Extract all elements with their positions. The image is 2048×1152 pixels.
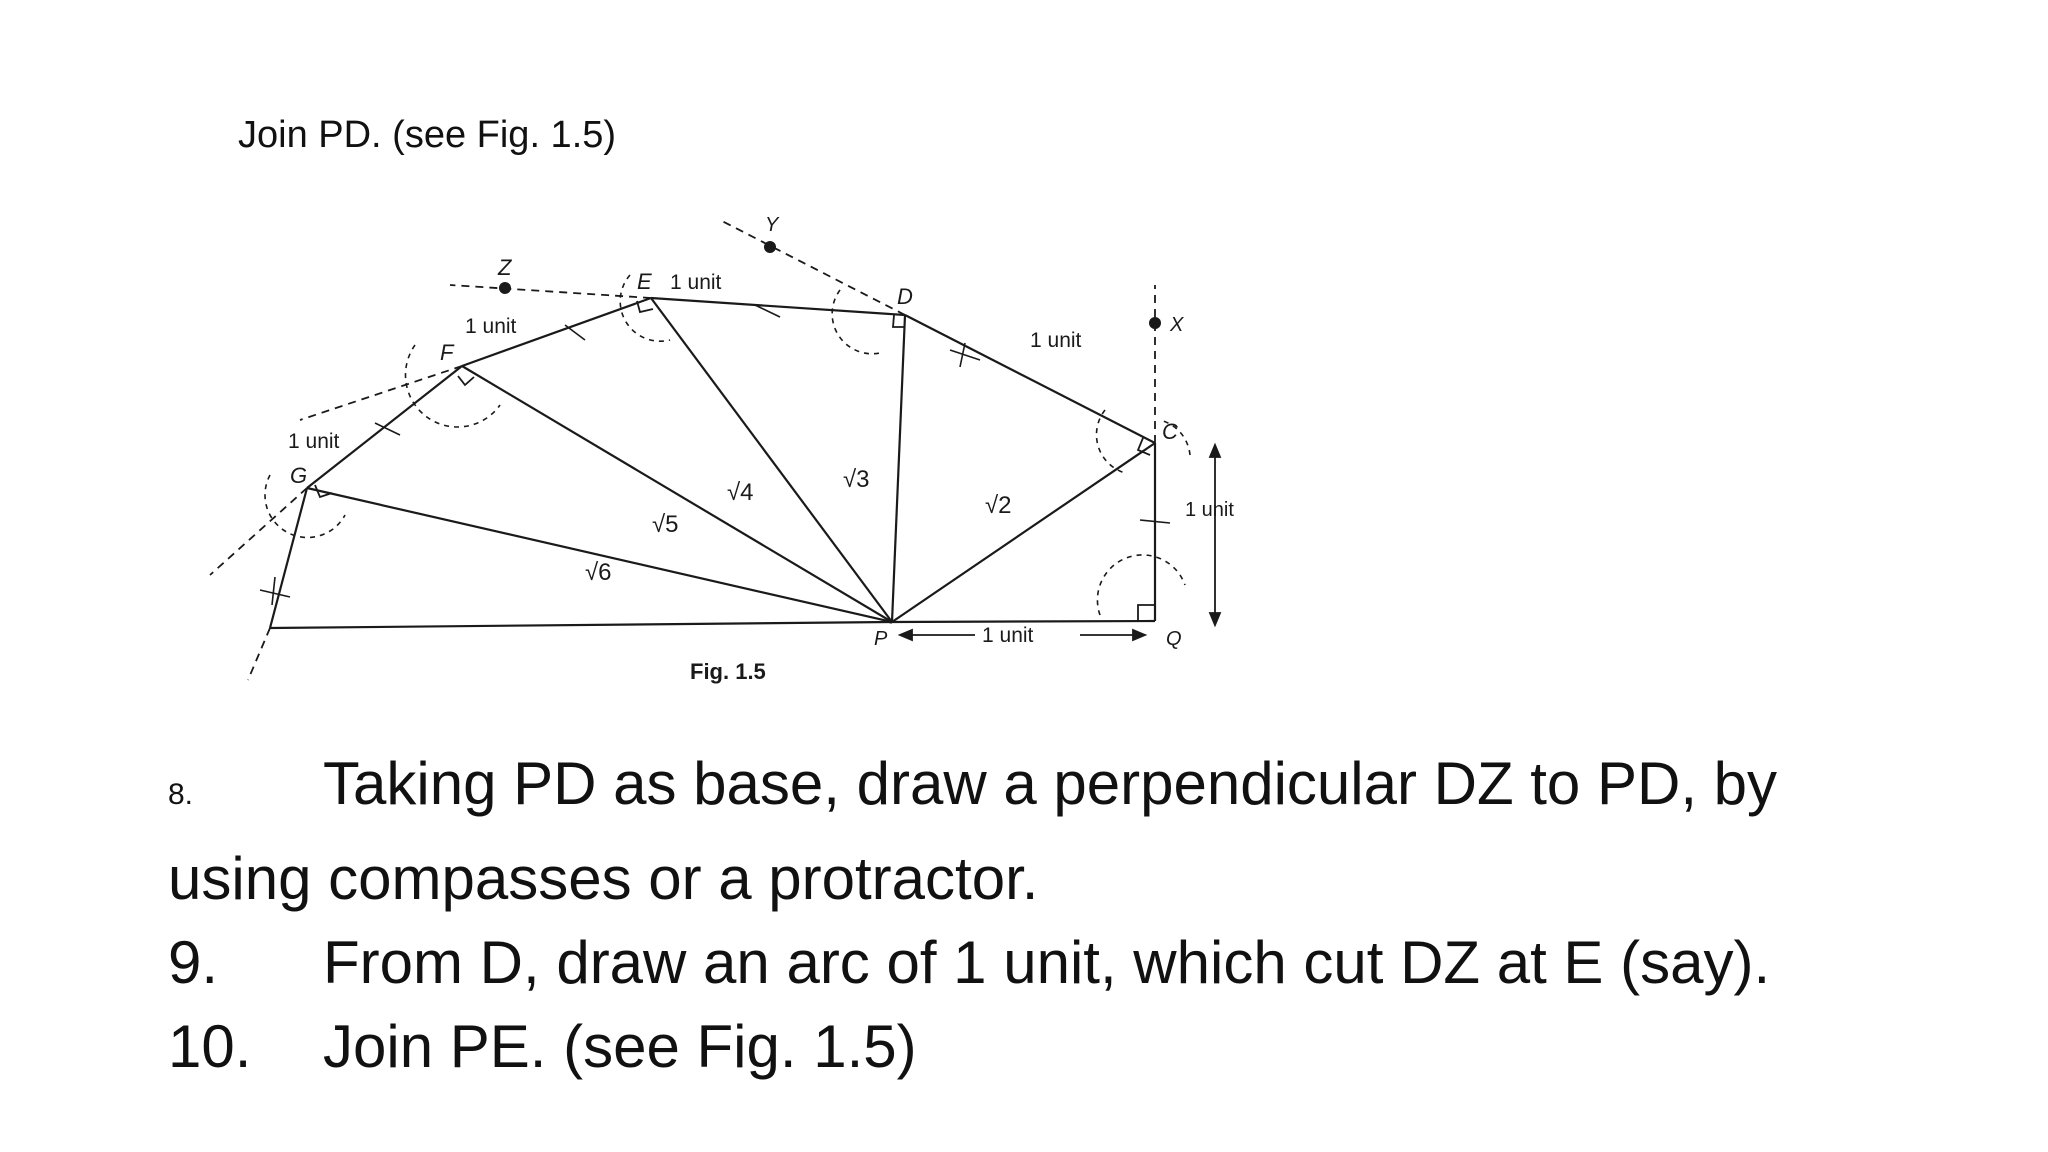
tick-1: [949, 349, 981, 361]
figure-svg: P Q C D E F G X Y Z 1 unit 1 unit 1 unit…: [209, 214, 1234, 684]
segment-pg: [306, 486, 893, 624]
radical-2: √2: [985, 492, 1012, 519]
segment-pe: [650, 297, 893, 623]
label-c: C: [1162, 419, 1178, 444]
step-8-number: 8.: [168, 778, 194, 811]
unit-label-ef: 1 unit: [465, 315, 517, 338]
figure-spiral-construction: P Q C D E F G X Y Z 1 unit 1 unit 1 unit…: [200, 205, 1270, 690]
right-angle-d: [892, 314, 905, 328]
step-9-text: From D, draw an arc of 1 unit, which cut…: [323, 929, 1771, 996]
step-8-text: Taking PD as base, draw a perpendicular …: [323, 750, 1778, 817]
right-angle-q: [1137, 604, 1155, 621]
label-z: Z: [497, 255, 513, 280]
radical-5: √5: [652, 511, 679, 538]
tick-1b: [959, 342, 966, 368]
label-y: Y: [765, 214, 780, 236]
segment-pq: [891, 619, 1156, 624]
step-8: 8. Taking PD as base, draw a perpendicula…: [168, 742, 2008, 837]
arrowhead-qc-bottom: [1208, 612, 1222, 628]
dashed-ez: [449, 284, 652, 299]
segment-base: [269, 620, 893, 630]
step-9: 9. From D, draw an arc of 1 unit, which c…: [168, 921, 2008, 1005]
segment-de: [650, 296, 906, 317]
right-angle-f: [457, 375, 475, 387]
radical-6: √6: [585, 559, 612, 586]
point-z-dot: [499, 282, 511, 294]
step-9-number: 9.: [168, 929, 219, 996]
segment-g-down: [268, 487, 309, 629]
label-q: Q: [1166, 628, 1182, 650]
unit-label-cd: 1 unit: [1030, 329, 1082, 352]
dashed-f-left: [299, 365, 463, 421]
label-e: E: [637, 269, 652, 294]
unit-label-pq: 1 unit: [982, 624, 1034, 647]
label-d: D: [897, 284, 913, 309]
segment-ef: [461, 296, 652, 368]
label-f: F: [440, 340, 455, 365]
arc-d: [831, 289, 881, 355]
dashed-g-left: [209, 487, 308, 576]
tick-3: [754, 304, 781, 318]
tick-6b: [271, 576, 276, 606]
radical-4: √4: [727, 479, 754, 506]
arrowhead-pq-left: [897, 628, 913, 642]
dashed-dy: [719, 219, 906, 316]
segment-pc: [891, 442, 1156, 623]
label-x: X: [1169, 314, 1184, 336]
top-instruction: Join PD. (see Fig. 1.5): [238, 114, 617, 156]
arc-q: [1096, 554, 1186, 616]
right-angle-e: [636, 300, 654, 314]
arrowhead-pq-right: [1132, 628, 1148, 642]
arc-g: [264, 474, 346, 539]
segment-cd: [904, 314, 1156, 444]
unit-label-fg: 1 unit: [288, 430, 340, 453]
unit-label-qc: 1 unit: [1185, 499, 1234, 521]
point-y-dot: [764, 241, 776, 253]
figure-caption: Fig. 1.5: [690, 659, 766, 684]
arrowhead-qc-top: [1208, 442, 1222, 458]
label-g: G: [290, 463, 307, 488]
step-10-text: Join PE. (see Fig. 1.5): [323, 1013, 917, 1080]
segment-pf: [461, 365, 893, 623]
step-10-number: 10.: [168, 1013, 252, 1080]
arc-e: [619, 274, 671, 343]
point-x-dot: [1149, 317, 1161, 329]
dashed-bottom: [247, 627, 271, 681]
right-angle-g: [314, 484, 333, 499]
tick-6: [259, 589, 291, 598]
arc-c2: [1159, 419, 1191, 456]
radical-3: √3: [843, 466, 870, 493]
tick-4: [564, 324, 586, 341]
tick-5: [374, 422, 401, 436]
steps-list: 8. Taking PD as base, draw a perpendicula…: [168, 742, 2008, 1089]
step-10: 10. Join PE. (see Fig. 1.5): [168, 1005, 2008, 1089]
unit-label-de: 1 unit: [670, 271, 722, 294]
arc-f: [404, 344, 501, 428]
label-p: P: [874, 628, 888, 650]
step-8-continuation: using compasses or a protractor.: [168, 845, 1039, 912]
segment-pd: [890, 314, 907, 623]
right-angle-c: [1136, 437, 1151, 456]
